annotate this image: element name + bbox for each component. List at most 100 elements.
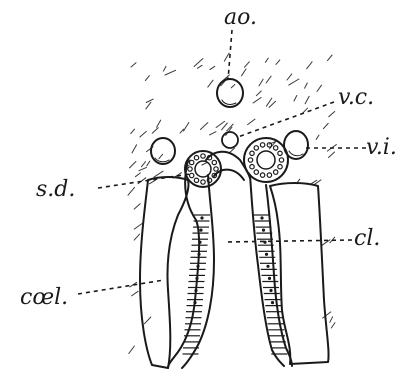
hatch-stroke bbox=[163, 66, 166, 71]
hatch-stroke bbox=[159, 154, 163, 158]
duct-cell bbox=[267, 173, 271, 177]
duct-cell bbox=[201, 154, 205, 158]
duct-cell bbox=[267, 143, 271, 147]
label-vc: v.c. bbox=[338, 85, 374, 110]
hatch-stroke bbox=[201, 123, 208, 130]
mesenchyme-hatching bbox=[128, 53, 336, 353]
duct-cell bbox=[201, 180, 205, 184]
hatch-stroke bbox=[305, 96, 309, 103]
hatch-stroke bbox=[314, 180, 321, 185]
hatch-stroke bbox=[316, 135, 319, 139]
hatch-stroke bbox=[222, 123, 228, 130]
hatch-stroke bbox=[329, 112, 335, 117]
hatch-stroke bbox=[134, 223, 142, 229]
hatch-stroke bbox=[287, 74, 292, 80]
duct-cell bbox=[212, 160, 216, 164]
hatch-stroke bbox=[265, 58, 268, 62]
label-ao: ao. bbox=[224, 5, 257, 30]
ao-leader-line bbox=[228, 30, 232, 80]
hatch-stroke bbox=[231, 85, 235, 88]
right-vitelline-vessel bbox=[284, 131, 308, 159]
duct-cell bbox=[278, 165, 282, 169]
cell-nucleus bbox=[262, 229, 265, 232]
duct-cell bbox=[254, 146, 258, 150]
duct-cell bbox=[274, 146, 278, 150]
hatch-stroke bbox=[147, 161, 150, 166]
duct-cell bbox=[279, 158, 283, 162]
hatch-stroke bbox=[294, 96, 297, 102]
cl-leader-line bbox=[226, 240, 352, 242]
duct-cell bbox=[260, 143, 264, 147]
hatch-stroke bbox=[128, 187, 135, 195]
cell-nucleus bbox=[198, 241, 201, 244]
hatch-stroke bbox=[142, 162, 146, 167]
hatch-stroke bbox=[131, 63, 136, 67]
hatch-stroke bbox=[132, 291, 139, 296]
hatch-stroke bbox=[210, 66, 215, 69]
cell-nucleus bbox=[193, 301, 196, 304]
duct-cell bbox=[214, 167, 218, 171]
hatch-stroke bbox=[130, 162, 136, 168]
hatch-stroke bbox=[259, 79, 263, 86]
hatch-stroke bbox=[331, 323, 335, 328]
hatch-stroke bbox=[248, 119, 255, 124]
hatch-stroke bbox=[165, 70, 176, 75]
cell-nucleus bbox=[265, 253, 268, 256]
label-vi: v.i. bbox=[366, 135, 397, 160]
hatch-stroke bbox=[328, 55, 333, 61]
hatch-stroke bbox=[140, 131, 146, 137]
hatch-stroke bbox=[323, 312, 331, 318]
duct-cell bbox=[188, 167, 192, 171]
aorta bbox=[217, 79, 243, 107]
cell-nucleus bbox=[269, 289, 272, 292]
right-body-wall bbox=[270, 183, 329, 364]
hatch-stroke bbox=[266, 76, 271, 83]
hatch-stroke bbox=[131, 129, 135, 134]
duct-cell bbox=[190, 160, 194, 164]
duct-cell bbox=[254, 170, 258, 174]
hatch-stroke bbox=[145, 317, 151, 324]
cell-nucleus bbox=[266, 265, 269, 268]
hatch-stroke bbox=[152, 128, 158, 134]
hatch-stroke bbox=[256, 91, 261, 96]
hatch-stroke bbox=[202, 163, 207, 165]
hatch-stroke bbox=[134, 234, 139, 240]
cell-nucleus bbox=[197, 253, 200, 256]
hatch-stroke bbox=[138, 178, 146, 184]
left-segmental-duct bbox=[185, 151, 221, 187]
hatch-stroke bbox=[253, 98, 261, 104]
label-cl: cl. bbox=[354, 226, 380, 251]
hatch-stroke bbox=[323, 123, 328, 128]
hatch-stroke bbox=[317, 85, 322, 91]
coel-leader-line bbox=[78, 280, 164, 294]
cell-nucleus bbox=[195, 277, 198, 280]
duct-cell bbox=[190, 173, 194, 177]
duct-cell bbox=[278, 151, 282, 155]
hatch-stroke bbox=[146, 99, 153, 102]
hatch-stroke bbox=[129, 346, 135, 354]
hatch-stroke bbox=[134, 204, 140, 209]
hatch-stroke bbox=[245, 62, 250, 67]
cell-nucleus bbox=[196, 265, 199, 268]
hatch-stroke bbox=[242, 69, 247, 76]
cell-nucleus bbox=[200, 216, 203, 219]
cell-nucleus bbox=[199, 229, 202, 232]
cell-nucleus bbox=[260, 216, 263, 219]
duct-cell bbox=[194, 156, 198, 160]
hatch-stroke bbox=[146, 102, 151, 109]
hatch-stroke bbox=[197, 65, 202, 68]
left-body-wall bbox=[140, 177, 189, 368]
hatch-stroke bbox=[184, 122, 189, 131]
hatch-stroke bbox=[289, 79, 299, 85]
cell-nucleus bbox=[271, 301, 274, 304]
hatch-stroke bbox=[210, 132, 217, 135]
cardinal-vein bbox=[222, 132, 238, 148]
hatch-stroke bbox=[269, 101, 276, 107]
hatch-stroke bbox=[307, 62, 312, 69]
hatch-stroke bbox=[330, 317, 333, 323]
cell-nucleus bbox=[194, 289, 197, 292]
hatch-stroke bbox=[135, 173, 140, 177]
duct-cell bbox=[250, 165, 254, 169]
hatch-stroke bbox=[145, 76, 149, 81]
